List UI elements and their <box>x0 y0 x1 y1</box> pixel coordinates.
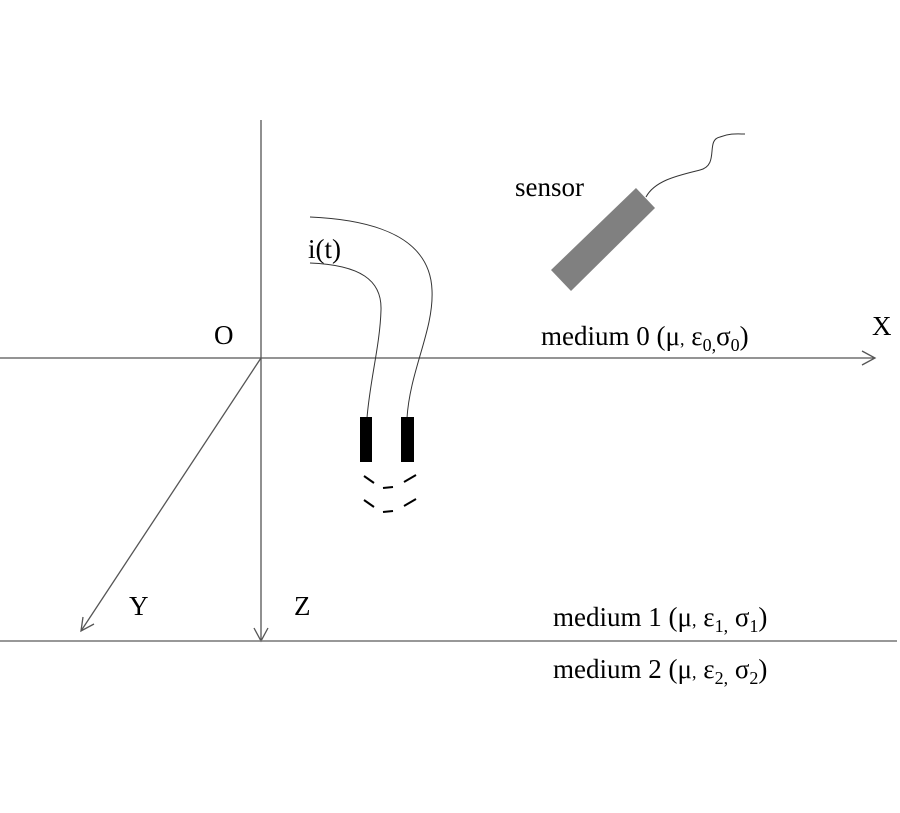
x-axis <box>0 350 877 366</box>
z-axis-label: Z <box>294 591 311 621</box>
medium-2-label: medium 2 (μ, ε2, σ2) <box>553 654 767 690</box>
current-source-wires <box>309 216 433 419</box>
current-label: i(t) <box>308 234 341 264</box>
medium-1-label: medium 1 (μ, ε1, σ1) <box>553 602 767 638</box>
electrode-right <box>401 417 414 462</box>
medium-0-label: medium 0 (μ, ε0,σ0) <box>541 321 749 355</box>
emission-waves <box>363 474 417 513</box>
electrode-left <box>360 417 372 462</box>
origin-label: O <box>214 320 234 350</box>
y-axis <box>80 357 262 633</box>
y-axis-label: Y <box>129 591 149 621</box>
z-axis <box>253 120 269 643</box>
sensor-label: sensor <box>515 172 584 202</box>
sensor-cable <box>645 133 746 198</box>
sensor-probe <box>551 188 655 291</box>
x-axis-label: X <box>872 311 892 341</box>
